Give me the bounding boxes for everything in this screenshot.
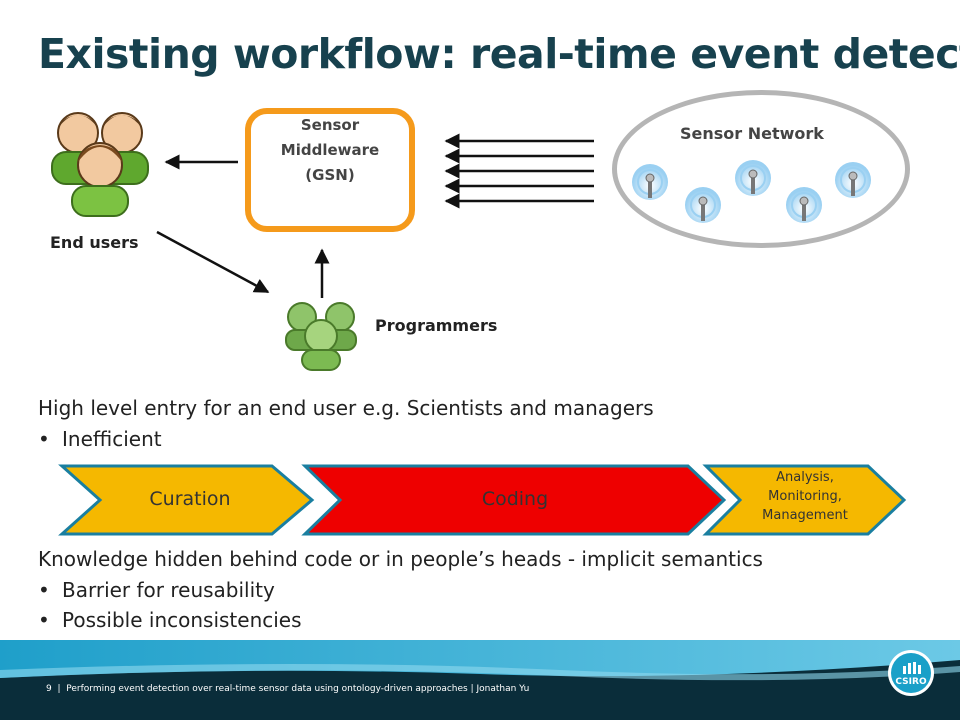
sensor-middleware-label: Sensor Middleware (GSN)	[280, 116, 380, 184]
footer-band	[0, 640, 960, 720]
programmers-label: Programmers	[375, 316, 498, 335]
sensor-data-arrows	[444, 133, 594, 209]
csiro-logo: CSIRO	[888, 650, 934, 696]
bullet-reusability: •Barrier for reusability	[38, 578, 275, 602]
pipeline-chevrons	[58, 464, 907, 536]
workflow-diagram	[51, 112, 594, 371]
curation-label: Curation	[149, 488, 231, 510]
sensor-icon	[632, 164, 668, 200]
bullet-inconsistencies: •Possible inconsistencies	[38, 608, 302, 632]
sensor-icon	[786, 187, 822, 223]
sensor-icon	[685, 187, 721, 223]
sensor-icons	[632, 160, 871, 223]
sensor-middleware-box	[245, 108, 415, 232]
sensor-network-label: Sensor Network	[680, 124, 824, 143]
analysis-chevron	[702, 464, 907, 536]
sensor-icon	[835, 162, 871, 198]
programmers-icon	[285, 302, 357, 371]
entry-line: High level entry for an end user e.g. Sc…	[38, 396, 654, 420]
slide-title: Existing workflow: real-time event detec…	[38, 30, 960, 78]
knowledge-line: Knowledge hidden behind code or in peopl…	[38, 547, 763, 571]
analysis-label: Analysis, Monitoring, Management	[762, 470, 848, 523]
sensor-icon	[735, 160, 771, 196]
footer-text: 9 | Performing event detection over real…	[46, 684, 530, 694]
logo-bars-icon	[903, 662, 921, 674]
coding-label: Coding	[481, 488, 549, 510]
arrow-users-to-programmers	[156, 230, 270, 294]
coding-chevron	[301, 464, 727, 536]
end-users-icon	[51, 112, 149, 217]
curation-chevron	[58, 464, 315, 536]
bullet-inefficient: •Inefficient	[38, 427, 162, 451]
end-users-label: End users	[50, 233, 139, 252]
